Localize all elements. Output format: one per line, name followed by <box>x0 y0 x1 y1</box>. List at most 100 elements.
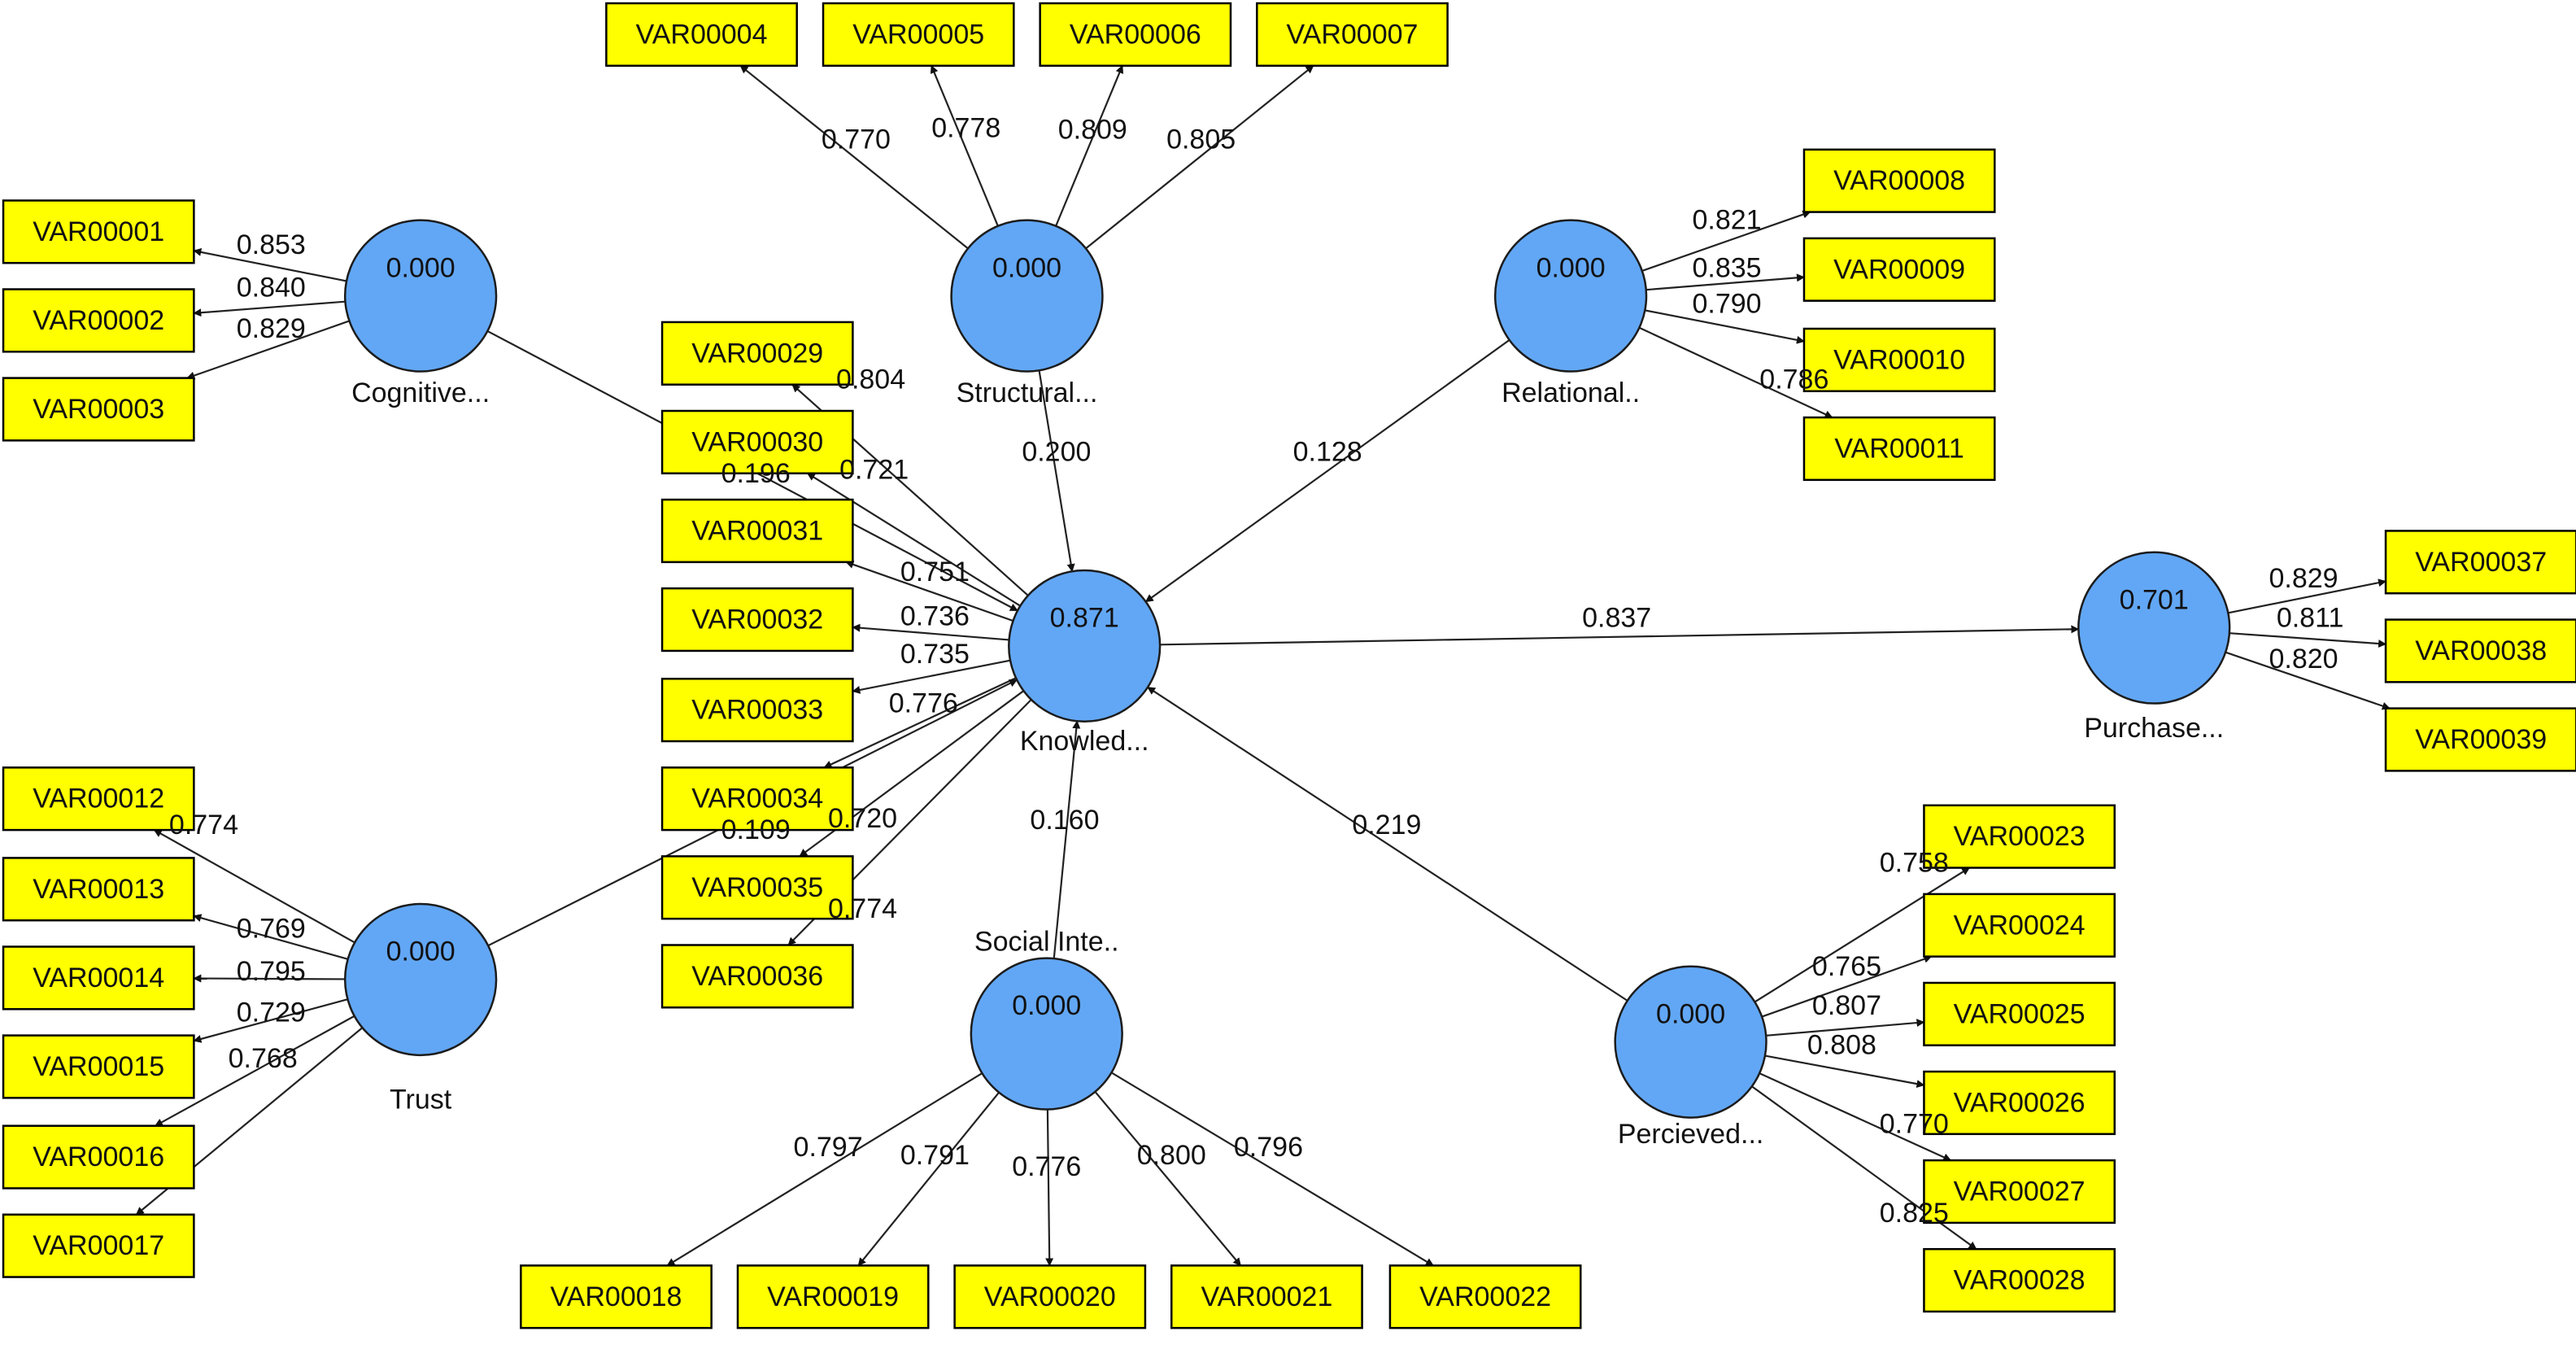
indicator-v04[interactable]: VAR00004 <box>605 2 798 68</box>
construct-knowledge[interactable]: 0.871Knowled... <box>1008 569 1162 757</box>
loading-label-v16: 0.768 <box>229 1043 298 1074</box>
indicator-v03[interactable]: VAR00003 <box>2 377 195 442</box>
indicator-box <box>660 944 854 1009</box>
indicator-v24[interactable]: VAR00024 <box>1923 893 2116 958</box>
indicator-box <box>2384 530 2576 595</box>
indicator-v15[interactable]: VAR00015 <box>2 1034 195 1099</box>
indicator-v18[interactable]: VAR00018 <box>520 1264 713 1329</box>
loading-label-v26: 0.808 <box>1807 1030 1876 1061</box>
loading-label-v20: 0.776 <box>1012 1151 1081 1182</box>
indicator-box <box>2 945 195 1011</box>
indicator-v20[interactable]: VAR00020 <box>953 1264 1147 1329</box>
indicator-label: VAR00018 <box>551 1281 682 1312</box>
indicator-v09[interactable]: VAR00009 <box>1802 237 1996 302</box>
indicator-label: VAR00020 <box>984 1281 1116 1312</box>
indicator-box <box>2 199 195 264</box>
construct-perceived[interactable]: 0.000Percieved... <box>1614 965 1767 1150</box>
loading-label-v05: 0.778 <box>931 113 1000 144</box>
indicator-v26[interactable]: VAR00026 <box>1923 1070 2116 1136</box>
indicator-v32[interactable]: VAR00032 <box>660 587 854 653</box>
indicator-v36[interactable]: VAR00036 <box>660 944 854 1009</box>
loading-label-v13: 0.769 <box>237 913 306 944</box>
indicator-v12[interactable]: VAR00012 <box>2 766 195 832</box>
indicator-label: VAR00036 <box>691 961 823 992</box>
indicator-v17[interactable]: VAR00017 <box>2 1213 195 1278</box>
indicator-v34[interactable]: VAR00034 <box>660 766 854 832</box>
indicator-label: VAR00006 <box>1070 19 1201 50</box>
indicator-v06[interactable]: VAR00006 <box>1039 2 1232 68</box>
indicator-box <box>1170 1264 1363 1329</box>
construct-r-squared: 0.701 <box>2120 584 2189 615</box>
indicator-v37[interactable]: VAR00037 <box>2384 530 2576 595</box>
indicator-v38[interactable]: VAR00038 <box>2384 618 2576 683</box>
indicator-v19[interactable]: VAR00019 <box>736 1264 930 1329</box>
loading-arrow-v39 <box>2225 651 2391 710</box>
path-coefficient-trust-to-knowledge: 0.109 <box>721 814 791 845</box>
indicator-v23[interactable]: VAR00023 <box>1923 804 2116 869</box>
construct-r-squared: 0.000 <box>386 936 455 967</box>
indicator-v35[interactable]: VAR00035 <box>660 855 854 920</box>
indicator-label: VAR00013 <box>33 874 164 905</box>
indicator-v16[interactable]: VAR00016 <box>2 1124 195 1190</box>
construct-label: Knowled... <box>1020 726 1149 757</box>
loading-arrow-v30 <box>806 472 1021 607</box>
loading-arrow-v18 <box>666 1072 983 1267</box>
indicator-label: VAR00026 <box>1954 1087 2086 1118</box>
indicator-v22[interactable]: VAR00022 <box>1388 1264 1582 1329</box>
construct-r-squared: 0.871 <box>1050 603 1119 634</box>
construct-circle <box>1493 219 1648 373</box>
indicator-v28[interactable]: VAR00028 <box>1923 1247 2116 1313</box>
loading-arrow-v34 <box>823 677 1017 769</box>
indicator-v14[interactable]: VAR00014 <box>2 945 195 1011</box>
loading-arrow-v05 <box>930 64 999 227</box>
indicator-v27[interactable]: VAR00027 <box>1923 1159 2116 1225</box>
loading-label-v07: 0.805 <box>1166 124 1236 155</box>
indicator-v39[interactable]: VAR00039 <box>2384 707 2576 772</box>
construct-structural[interactable]: 0.000Structural... <box>950 219 1104 408</box>
indicator-label: VAR00028 <box>1954 1265 2086 1296</box>
construct-purchase[interactable]: 0.701Purchase... <box>2077 551 2231 744</box>
path-arrow-perceived-to-knowledge <box>1147 686 1628 1002</box>
loading-arrow-v09 <box>1645 273 1805 291</box>
indicator-box <box>2 1124 195 1190</box>
indicator-v25[interactable]: VAR00025 <box>1923 981 2116 1046</box>
indicator-v05[interactable]: VAR00005 <box>822 2 1015 68</box>
indicator-box <box>520 1264 713 1329</box>
indicator-label: VAR00016 <box>33 1142 164 1172</box>
indicator-label: VAR00027 <box>1954 1177 2086 1207</box>
loading-label-v03: 0.829 <box>237 313 306 344</box>
indicator-v33[interactable]: VAR00033 <box>660 678 854 743</box>
indicator-v30[interactable]: VAR00030 <box>660 409 854 475</box>
indicator-v29[interactable]: VAR00029 <box>660 321 854 386</box>
loading-arrow-v07 <box>1085 64 1314 250</box>
indicator-v21[interactable]: VAR00021 <box>1170 1264 1363 1329</box>
loading-label-v28: 0.825 <box>1880 1198 1949 1229</box>
loading-label-v30: 0.721 <box>839 455 909 486</box>
path-coefficient-structural-to-knowledge: 0.200 <box>1022 437 1091 468</box>
indicator-v01[interactable]: VAR00001 <box>2 199 195 264</box>
loading-label-v25: 0.807 <box>1812 990 1881 1021</box>
construct-cognitive[interactable]: 0.000Cognitive... <box>343 219 498 408</box>
indicator-label: VAR00003 <box>33 394 164 425</box>
indicator-v11[interactable]: VAR00011 <box>1802 416 1996 482</box>
indicator-v02[interactable]: VAR00002 <box>2 288 195 353</box>
indicator-label: VAR00038 <box>2415 635 2547 666</box>
indicator-v10[interactable]: VAR00010 <box>1802 327 1996 393</box>
indicator-v08[interactable]: VAR00008 <box>1802 148 1996 213</box>
indicator-box <box>1923 1070 2116 1136</box>
indicator-box <box>660 678 854 743</box>
indicator-box <box>1802 148 1996 213</box>
loading-label-v12: 0.774 <box>169 810 238 840</box>
loading-label-v33: 0.735 <box>900 639 970 670</box>
indicator-v31[interactable]: VAR00031 <box>660 498 854 564</box>
indicator-box <box>2 1213 195 1278</box>
loading-arrow-v20 <box>1045 1109 1054 1267</box>
indicator-v07[interactable]: VAR00007 <box>1256 2 1449 68</box>
indicator-v13[interactable]: VAR00013 <box>2 857 195 922</box>
loading-arrow-v27 <box>1759 1072 1952 1162</box>
